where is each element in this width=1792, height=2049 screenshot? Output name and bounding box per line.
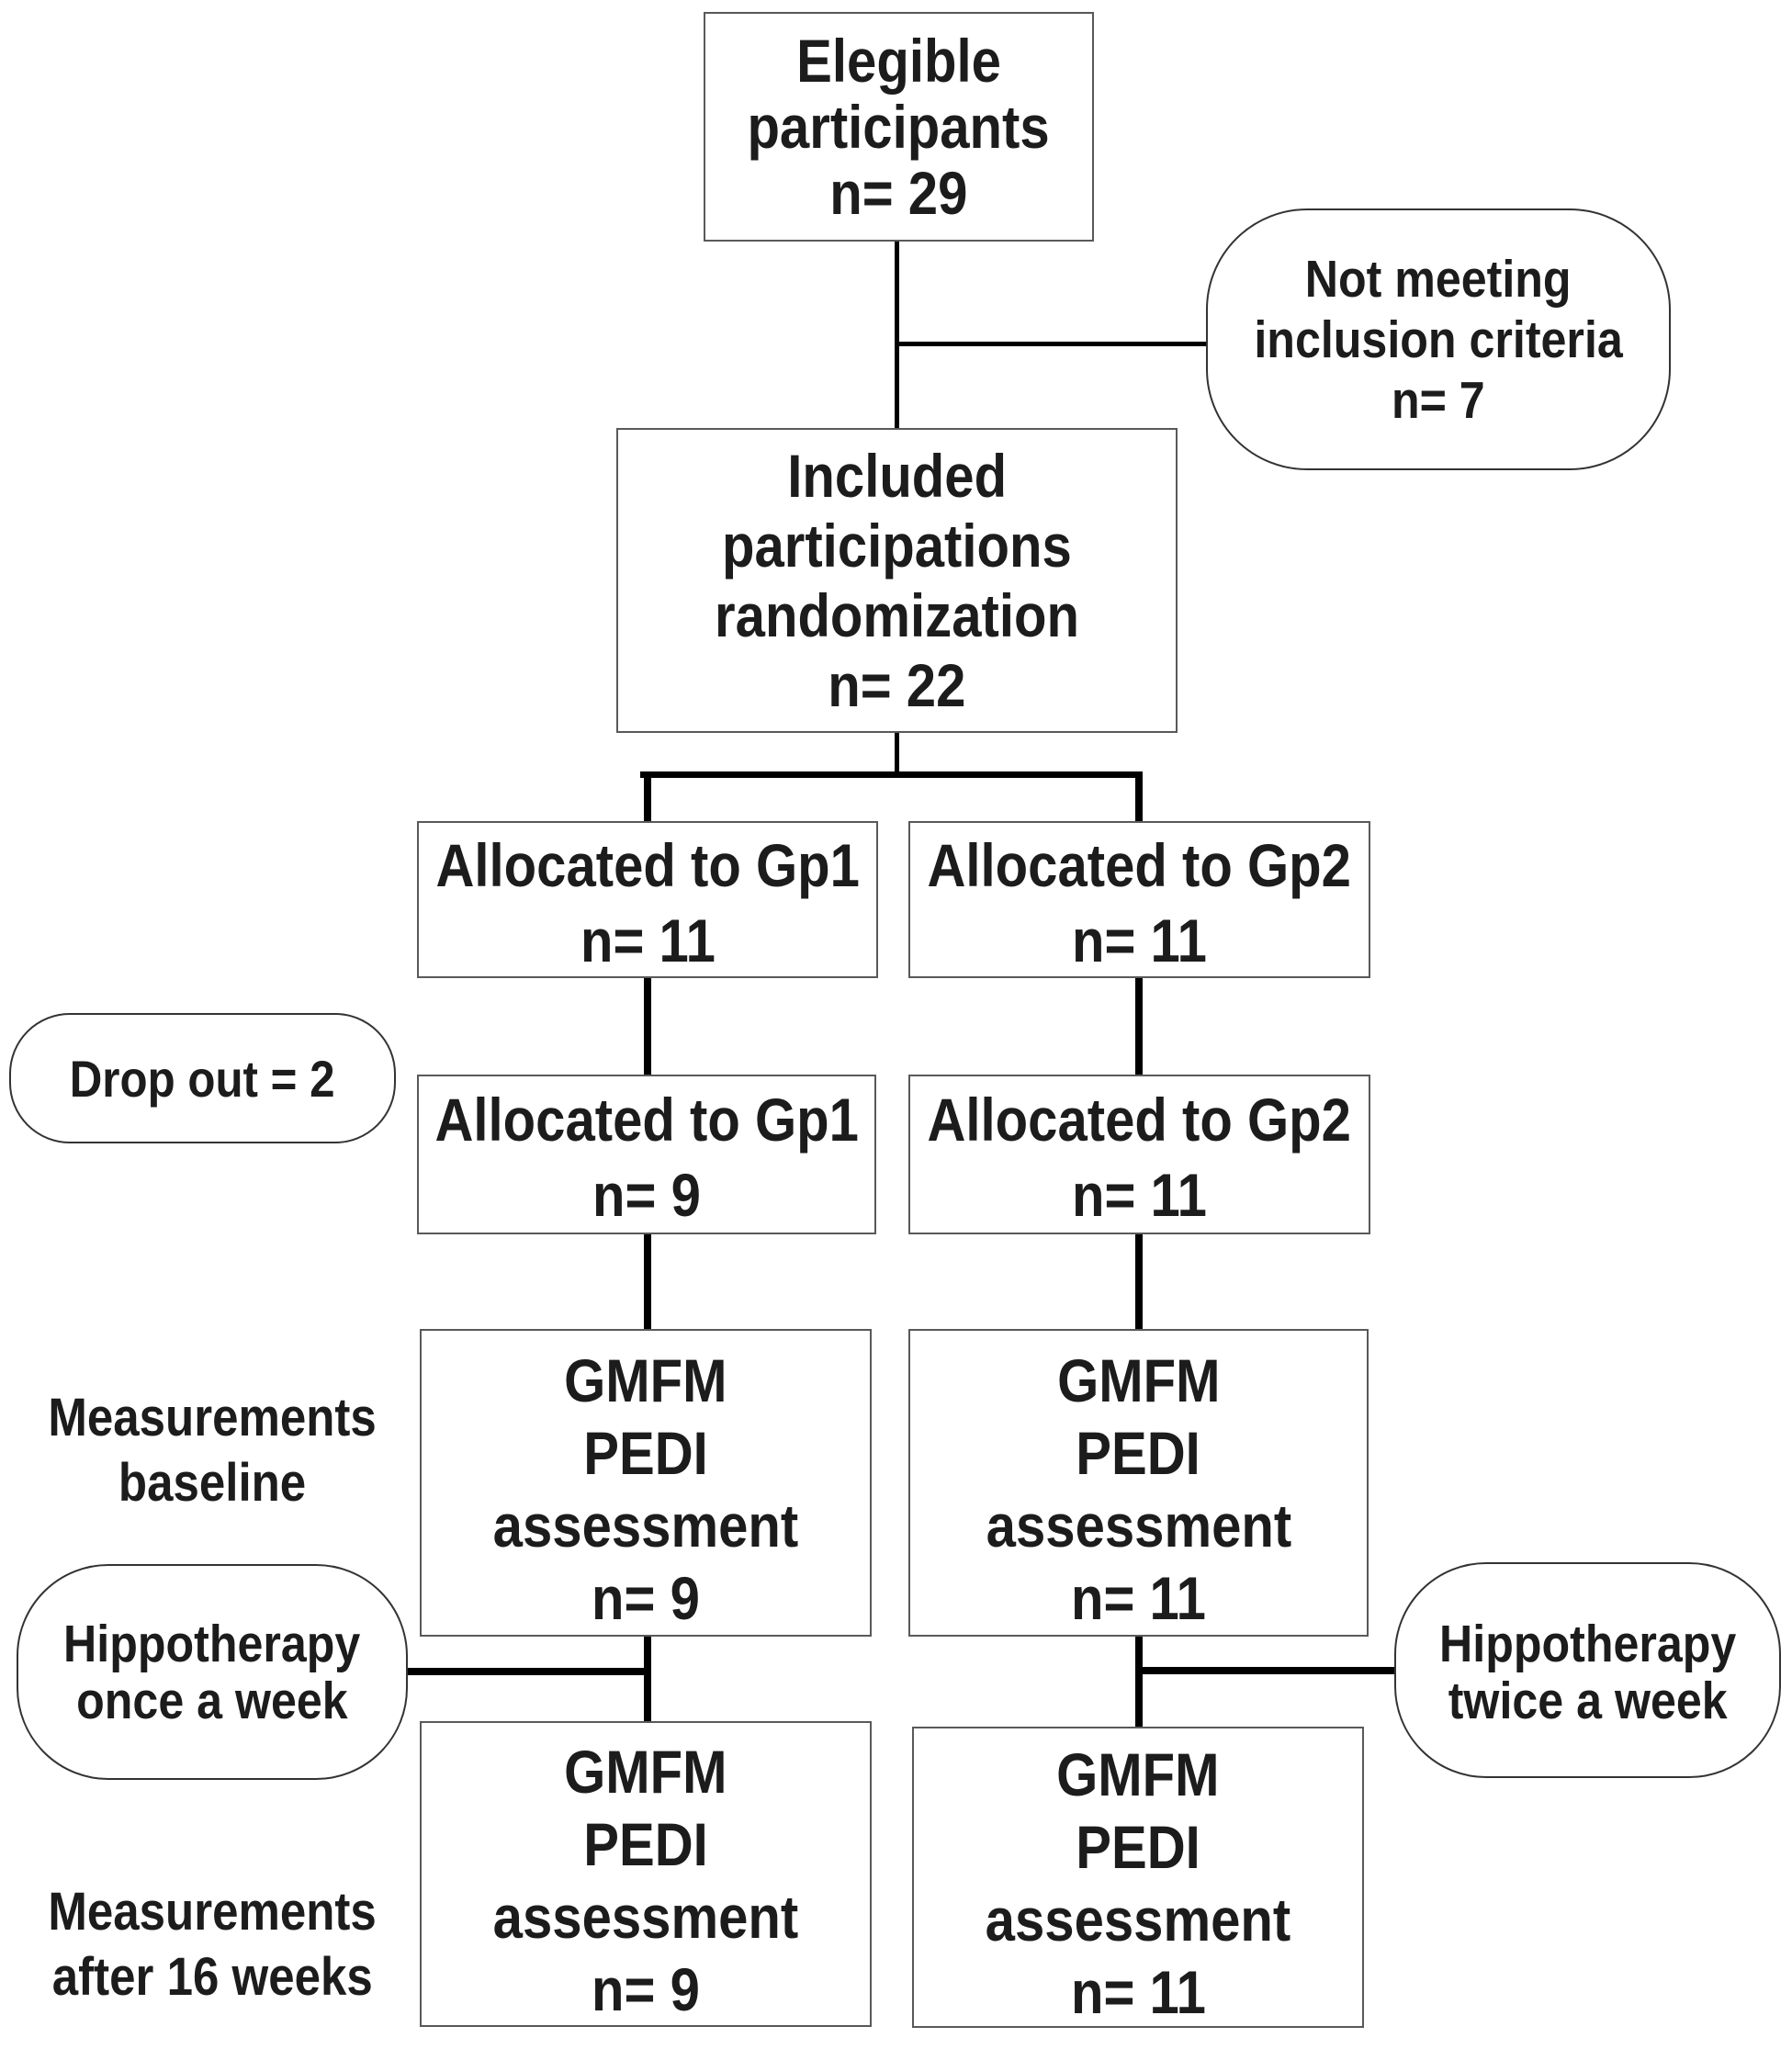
hippotherapy-twice-bubble-text-1: Hippotherapy <box>1438 1614 1737 1673</box>
gmfm-after-gp1-box-text-1: GMFM <box>564 1737 727 1806</box>
not-meeting-criteria-bubble-text-1: Not meeting <box>1305 249 1572 309</box>
allocated-gp1-after-dropout-box-text-1: Allocated to Gp1 <box>434 1086 859 1154</box>
line-hippo-twice-connector <box>1139 1667 1396 1674</box>
line-gp1-to-gp1-after <box>644 977 651 1075</box>
included-randomization-box-text-4: n= 22 <box>828 651 966 719</box>
eligible-participants-box-text-1: Elegible <box>796 27 1001 95</box>
line-gmfm2-to-gmfm2-after <box>1135 1636 1143 1728</box>
gmfm-baseline-gp2-box-text-1: GMFM <box>1056 1345 1221 1414</box>
measurements-baseline-label-text-1: Measurements <box>48 1388 377 1447</box>
gmfm-after-gp2-box-text-1: GMFM <box>1056 1740 1220 1808</box>
gmfm-after-gp1-box-text-3: assessment <box>492 1882 799 1951</box>
line-split-horizontal <box>640 771 1143 778</box>
included-randomization-box-text-2: participations <box>722 512 1072 580</box>
allocated-gp2-after-dropout-box-text-1: Allocated to Gp2 <box>927 1086 1352 1154</box>
line-eligible-to-included <box>895 242 899 429</box>
gmfm-after-gp1-box-text-4: n= 9 <box>592 1954 700 2023</box>
allocated-gp1-box-text-2: n= 11 <box>580 906 716 974</box>
allocated-gp2-box-text-1: Allocated to Gp2 <box>927 830 1352 899</box>
line-hippo-once-connector <box>405 1668 648 1675</box>
not-meeting-criteria-bubble-text-3: n= 7 <box>1392 370 1485 430</box>
gmfm-baseline-gp2-box-text-3: assessment <box>986 1491 1291 1559</box>
gmfm-baseline-gp2-box-text-2: PEDI <box>1076 1418 1201 1487</box>
allocated-gp2-after-dropout-box: Allocated to Gp2 n= 11 <box>908 1075 1370 1234</box>
allocated-gp1-box-text-1: Allocated to Gp1 <box>435 830 860 899</box>
line-gp2-after-to-gmfm2 <box>1135 1233 1143 1330</box>
hippotherapy-once-bubble-text-1: Hippotherapy <box>63 1614 361 1673</box>
hippotherapy-twice-bubble-text-2: twice a week <box>1448 1671 1728 1730</box>
allocated-gp1-after-dropout-box: Allocated to Gp1 n= 9 <box>417 1075 876 1234</box>
line-split-to-gp1 <box>644 776 651 822</box>
gmfm-baseline-gp1-box-text-1: GMFM <box>564 1345 727 1414</box>
included-randomization-box-text-3: randomization <box>715 581 1079 649</box>
gmfm-after-gp2-box-text-4: n= 11 <box>1070 1958 1206 2026</box>
line-branch-to-not-meeting <box>896 342 1206 346</box>
gmfm-baseline-gp1-box-text-3: assessment <box>492 1491 799 1559</box>
gmfm-after-gp2-box-text-2: PEDI <box>1076 1813 1200 1881</box>
drop-out-bubble-text-1: Drop out = 2 <box>70 1049 335 1108</box>
measurements-baseline-label: Measurements baseline <box>19 1385 405 1515</box>
gmfm-baseline-gp1-box-text-2: PEDI <box>583 1418 708 1487</box>
gmfm-baseline-gp1-box-text-4: n= 9 <box>592 1563 700 1632</box>
included-randomization-box-text-1: Included <box>787 442 1007 510</box>
measurements-baseline-label-text-2: baseline <box>118 1453 307 1513</box>
line-gp2-to-gp2-after <box>1135 977 1143 1075</box>
measurements-after-label-text-2: after 16 weeks <box>51 1947 373 2007</box>
hippotherapy-once-bubble-text-2: once a week <box>76 1671 348 1730</box>
gmfm-after-gp2-box-text-3: assessment <box>985 1886 1291 1953</box>
gmfm-after-gp1-box-text-2: PEDI <box>583 1809 708 1878</box>
eligible-participants-box-text-2: participants <box>747 93 1051 161</box>
line-split-to-gp2 <box>1135 776 1143 822</box>
line-gmfm1-to-gmfm1-after <box>644 1636 651 1722</box>
allocated-gp2-box-text-2: n= 11 <box>1072 906 1207 974</box>
gmfm-baseline-gp2-box-text-4: n= 11 <box>1071 1563 1206 1632</box>
allocated-gp1-after-dropout-box-text-2: n= 9 <box>592 1161 701 1229</box>
allocated-gp1-box: Allocated to Gp1 n= 11 <box>417 821 878 978</box>
not-meeting-criteria-bubble-text-2: inclusion criteria <box>1254 310 1623 369</box>
eligible-participants-box-text-3: n= 29 <box>829 159 968 227</box>
measurements-after-label-text-1: Measurements <box>48 1882 377 1942</box>
drop-out-bubble: Drop out = 2 <box>9 1013 396 1143</box>
line-gp1-after-to-gmfm1 <box>644 1233 651 1330</box>
allocated-gp2-after-dropout-box-text-2: n= 11 <box>1072 1161 1207 1229</box>
line-included-to-split <box>895 732 899 775</box>
allocated-gp2-box: Allocated to Gp2 n= 11 <box>908 821 1370 978</box>
